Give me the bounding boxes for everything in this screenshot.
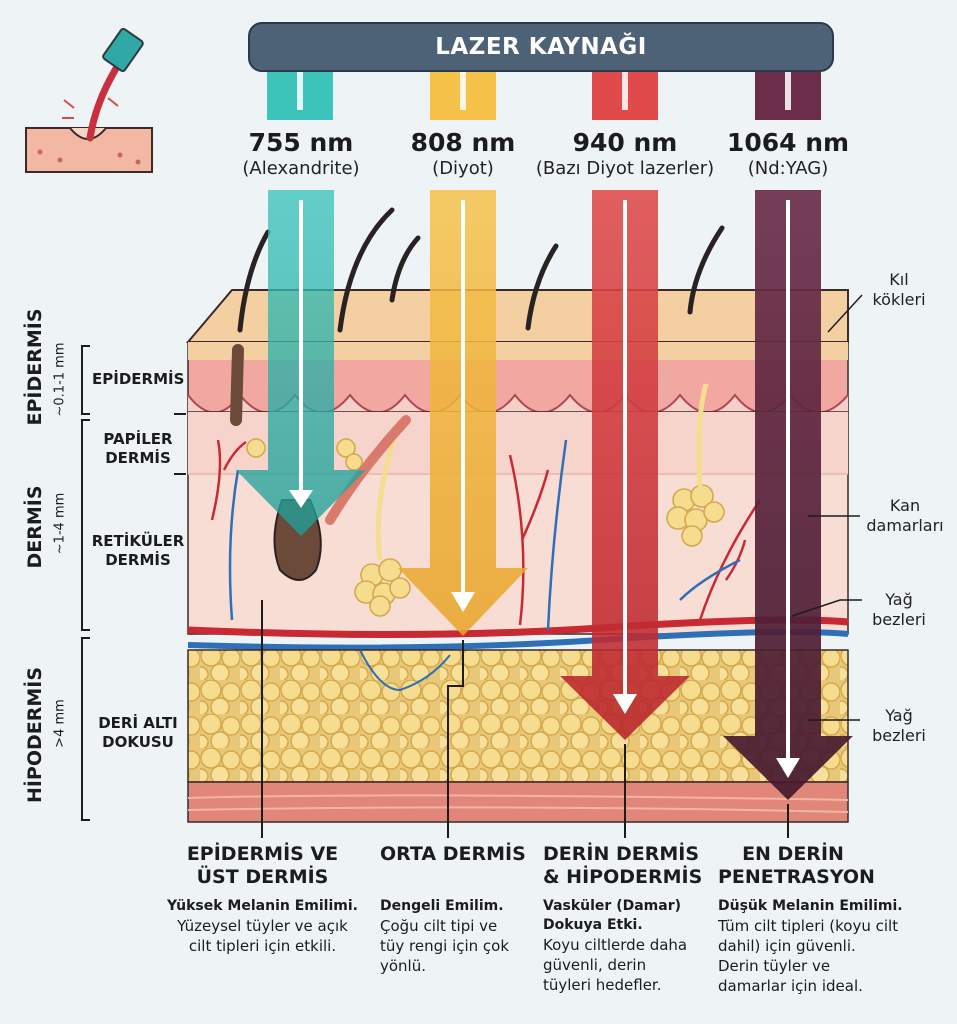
layer-label-reticular: RETİKÜLER DERMİS [86, 532, 190, 570]
right-label-line: Kıl [889, 270, 909, 289]
column-deepest: EN DERİN PENETRASYON Düşük Melanin Emili… [718, 843, 943, 996]
layer-label-line: DOKUSU [102, 733, 174, 751]
laser-type: (Nd:YAG) [747, 158, 829, 179]
right-label-line: kökleri [872, 290, 926, 309]
column-text: dahil) için güvenli. [718, 937, 856, 955]
wavelength: 940 nm [572, 128, 678, 157]
leader-lines [261, 600, 789, 838]
column-bold: Düşük Melanin Emilimi. [718, 898, 903, 914]
column-bold: Dokuya Etki. [543, 917, 643, 933]
column-text: Yüzeysel tüyler ve açık [177, 917, 348, 935]
column-title-line: PENETRASYON [718, 866, 875, 888]
right-label-line: Yağ [885, 706, 913, 725]
layer-label-line: DERMİS [105, 449, 171, 467]
column-title-line: ORTA DERMİS [380, 843, 526, 865]
right-label-line: damarları [866, 516, 944, 535]
column-text: yönlü. [380, 957, 427, 975]
wavelength-label-940: 940 nm (Bazı Diyot lazerler) [525, 128, 725, 180]
laser-type: (Bazı Diyot lazerler) [535, 158, 715, 179]
right-label-line: bezleri [872, 610, 926, 629]
column-text: güvenli, derin [543, 956, 647, 974]
layer-label-line: DERİ ALTI [98, 714, 178, 732]
skin-block [185, 207, 849, 823]
column-title-line: & HİPODERMİS [543, 866, 703, 888]
laser-arrows [236, 190, 853, 800]
layer-label-line: RETİKÜLER [91, 532, 185, 550]
wavelength-label-808: 808 nm (Diyot) [373, 128, 553, 180]
layer-label-papillary: PAPİLER DERMİS [92, 430, 184, 468]
column-text: damarlar için ideal. [718, 977, 863, 995]
column-title-line: ÜST DERMİS [196, 866, 329, 888]
group-title-hypodermis: HİPODERMİS [24, 666, 46, 804]
column-text: Tüm cilt tipleri (koyu cilt [718, 917, 899, 935]
group-title-dermis: DERMİS [24, 485, 46, 569]
column-text: Koyu ciltlerde daha [543, 936, 688, 954]
column-text: cilt tipleri için etkili. [188, 937, 337, 955]
left-brackets [81, 345, 186, 821]
laser-type: (Alexandrite) [242, 158, 360, 179]
group-thickness-epidermis: ~0.1-1 mm [52, 342, 68, 417]
wavelength-label-1064: 1064 nm (Nd:YAG) [698, 128, 878, 180]
column-mid-dermis: ORTA DERMİS Dengeli Emilim. Çoğu cilt ti… [380, 843, 540, 976]
layer-label-epidermis: EPİDERMİS [92, 370, 185, 388]
column-text: Çoğu cilt tipi ve [380, 917, 498, 935]
layer-label-line: PAPİLER [103, 430, 173, 448]
column-bold: Dengeli Emilim. [380, 898, 504, 914]
column-text: tüy rengi için çok [380, 937, 510, 955]
column-title-line: DERİN DERMİS [543, 843, 700, 865]
column-bold: Vasküler (Damar) [543, 898, 682, 914]
wavelength: 755 nm [248, 128, 354, 157]
laser-device-icon [25, 27, 153, 173]
column-title-line: EN DERİN [742, 843, 844, 865]
right-label-hair-roots: Kıl kökleri [860, 270, 938, 310]
group-title-epidermis: EPİDERMİS [24, 308, 46, 426]
column-text: Derin tüyler ve [718, 957, 831, 975]
layer-label-line: DERMİS [105, 551, 171, 569]
wavelength-label-755: 755 nm (Alexandrite) [211, 128, 391, 180]
right-label-blood-vessels: Kan damarları [866, 496, 944, 536]
group-thickness-hypodermis: >4 mm [52, 699, 68, 748]
right-label-sebaceous: Yağ bezleri [860, 590, 938, 630]
laser-source-banner: LAZER KAYNAĞI [248, 22, 834, 72]
group-thickness-dermis: ~1-4 mm [52, 492, 68, 555]
right-leader-lines [791, 294, 863, 721]
right-label-line: Yağ [885, 590, 913, 609]
column-text: tüyleri hedefler. [543, 976, 662, 994]
right-label-line: Kan [889, 496, 921, 515]
column-title-line: EPİDERMİS VE [186, 843, 339, 865]
beam-stubs [267, 72, 821, 120]
laser-type: (Diyot) [432, 158, 494, 179]
right-label-fat: Yağ bezleri [860, 706, 938, 746]
column-deep-dermis: DERİN DERMİS & HİPODERMİS Vasküler (Dama… [543, 843, 713, 995]
wavelength: 1064 nm [726, 128, 850, 157]
column-epidermis: EPİDERMİS VE ÜST DERMİS Yüksek Melanin E… [155, 843, 370, 956]
wavelength: 808 nm [410, 128, 516, 157]
column-bold: Yüksek Melanin Emilimi. [167, 898, 358, 914]
layer-label-subcutis: DERİ ALTI DOKUSU [92, 714, 184, 752]
right-label-line: bezleri [872, 726, 926, 745]
banner-title: LAZER KAYNAĞI [435, 34, 647, 60]
